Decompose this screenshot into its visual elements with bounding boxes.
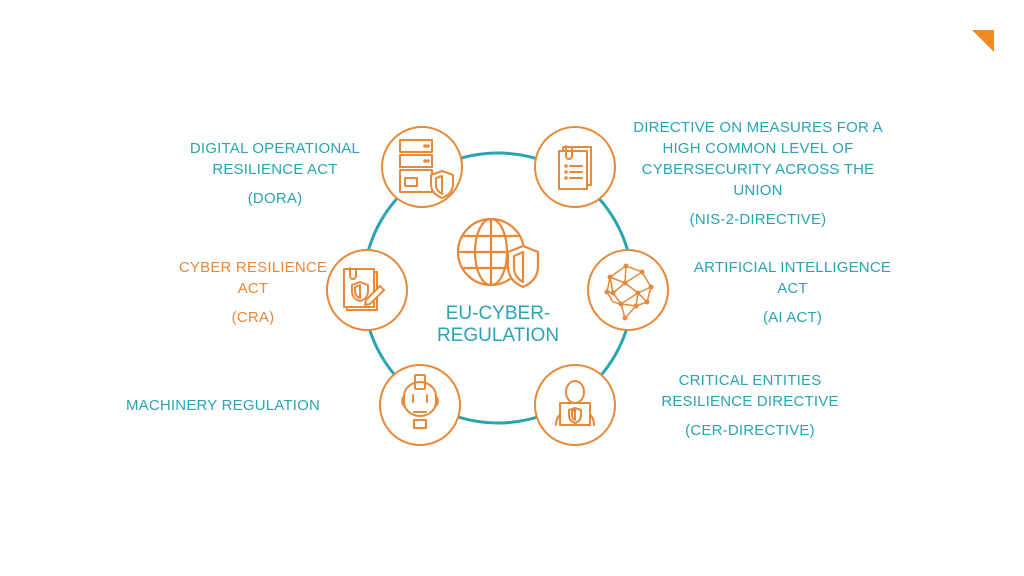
- neural-network-brain-icon: [604, 263, 654, 321]
- corner-triangle-decoration: [972, 30, 994, 52]
- label-cra: CYBER RESILIENCE ACT (CRA): [168, 257, 338, 328]
- label-nis2: DIRECTIVE ON MEASURES FOR A HIGH COMMON …: [618, 117, 898, 230]
- label-cer: CRITICAL ENTITIES RESILIENCE DIRECTIVE (…: [655, 370, 845, 441]
- label-machinery: MACHINERY REGULATION: [125, 397, 321, 414]
- document-shield-pen-icon: [343, 267, 385, 311]
- abbr-nis2: (NIS-2-DIRECTIVE): [689, 211, 827, 228]
- node-cra[interactable]: [326, 249, 408, 331]
- abbr-cer: (CER-DIRECTIVE): [685, 422, 815, 439]
- node-dora[interactable]: [381, 126, 463, 208]
- node-ai[interactable]: [587, 249, 669, 331]
- globe-shield-icon: [456, 217, 540, 289]
- robot-head-icon: [401, 374, 439, 429]
- person-laptop-shield-icon: [555, 380, 595, 426]
- center-title: EU-CYBER- REGULATION: [436, 303, 560, 346]
- server-shield-icon: [399, 139, 454, 199]
- abbr-cra: (CRA): [231, 309, 275, 326]
- node-machinery[interactable]: [379, 364, 461, 446]
- abbr-dora: (DORA): [247, 190, 303, 207]
- node-cer[interactable]: [534, 364, 616, 446]
- label-ai-act: ARTIFICIAL INTELLIGENCE ACT (AI ACT): [680, 257, 905, 328]
- node-nis2[interactable]: [534, 126, 616, 208]
- abbr-ai-act: (AI ACT): [762, 309, 823, 326]
- document-checklist-icon: [558, 145, 592, 190]
- label-dora: DIGITAL OPERATIONAL RESILIENCE ACT (DORA…: [170, 138, 380, 209]
